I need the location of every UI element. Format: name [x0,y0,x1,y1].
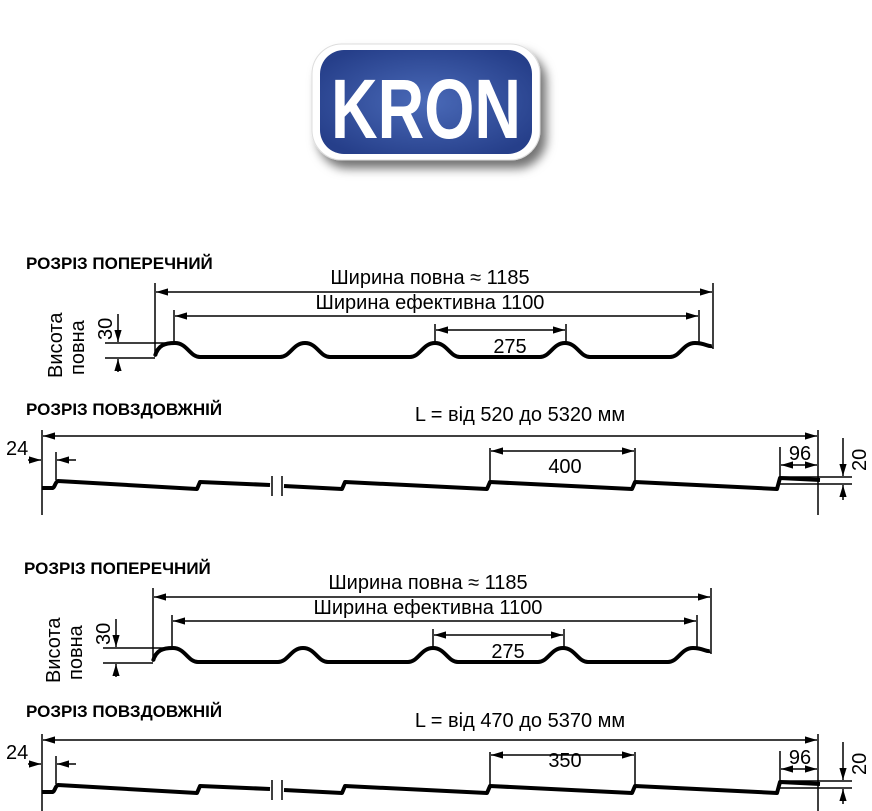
longitudinal-section-1: РОЗРІЗ ПОВЗДОВЖНІЙ L = від 520 до 5320 м… [6,400,871,515]
long-profile [42,780,821,795]
section-title: РОЗРІЗ ПОПЕРЕЧНИЙ [24,559,211,578]
step-height-label: 20 [849,753,871,775]
section-title: РОЗРІЗ ПОВЗДОВЖНІЙ [26,702,222,721]
height-value: 30 [95,318,117,340]
width-effective-label: Ширина ефективна 1100 [316,292,545,314]
end-offset-label: 96 [789,443,811,465]
height-label-2: повна [65,624,87,680]
kron-logo: KRON [311,43,541,161]
pitch-label: 275 [493,336,526,358]
logo-text: KRON [331,62,521,156]
long-profile [42,476,821,491]
step-height-label: 20 [849,449,871,471]
height-value: 30 [93,623,115,645]
end-offset-label: 96 [789,747,811,769]
long-dimension-lines [28,430,852,515]
start-offset-label: 24 [6,438,28,460]
height-label-2: повна [67,319,89,375]
width-effective-label: Ширина ефективна 1100 [314,597,543,619]
length-label: L = від 520 до 5320 мм [415,404,625,426]
cross-section-1: РОЗРІЗ ПОПЕРЕЧНИЙ Ширина повна ≈ 1185 Ши… [26,254,714,378]
length-label: L = від 470 до 5370 мм [415,710,625,732]
height-label-1: Висота [45,312,67,378]
cross-section-2: РОЗРІЗ ПОПЕРЕЧНИЙ Ширина повна ≈ 1185 Ши… [24,559,712,683]
width-full-label: Ширина повна ≈ 1185 [328,572,527,594]
section-title: РОЗРІЗ ПОВЗДОВЖНІЙ [26,400,222,419]
cross-profile [151,646,711,664]
start-offset-label: 24 [6,742,28,764]
section-title: РОЗРІЗ ПОПЕРЕЧНИЙ [26,254,213,273]
width-full-label: Ширина повна ≈ 1185 [330,267,529,289]
longitudinal-section-2: РОЗРІЗ ПОВЗДОВЖНІЙ L = від 470 до 5370 м… [6,702,871,811]
cross-dimension-lines [103,588,712,677]
step-label: 400 [548,456,581,478]
cross-profile [153,341,713,359]
long-dimension-lines [28,734,852,811]
pitch-label: 275 [491,641,524,663]
cross-dimension-lines [105,283,714,372]
height-label-1: Висота [43,617,65,683]
step-label: 350 [548,750,581,772]
